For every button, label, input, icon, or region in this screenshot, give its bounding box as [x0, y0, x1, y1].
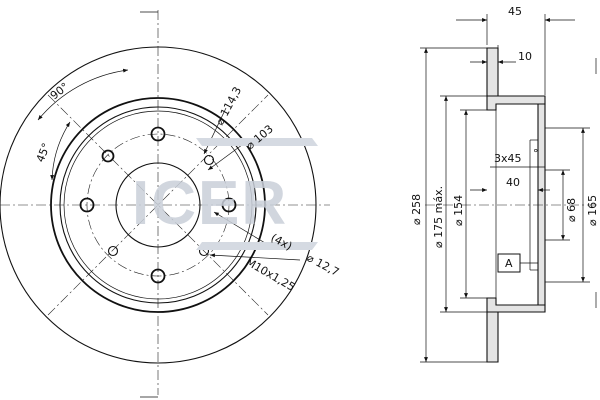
section-rotor-top: [486, 47, 499, 97]
section-hat-bottom: [486, 297, 546, 313]
bolt-hole: [150, 126, 166, 142]
label-angle-90: 90°: [48, 80, 71, 102]
label-chamfer: 3x45: [494, 152, 522, 165]
section-rotor-bottom: [486, 311, 499, 363]
label-degree: °: [533, 147, 539, 160]
icer-logo: ICER: [132, 138, 318, 250]
label-dia-12: ⌀ 12,7: [305, 251, 342, 279]
label-datum-a: A: [505, 257, 513, 270]
threaded-hole: [203, 154, 215, 166]
centerline-diagonal-1: [47, 94, 269, 316]
leader-114: [203, 107, 227, 155]
angle-arc-90: [37, 68, 129, 121]
label-dia-165: ⌀ 165: [586, 195, 599, 226]
label-thread: M10x1,25: [244, 255, 298, 294]
bolt-hole: [79, 197, 95, 213]
label-dia-68: ⌀ 68: [565, 198, 578, 222]
label-dia-175: ⌀ 175 máx.: [432, 186, 445, 248]
logo-text: ICER: [132, 169, 288, 238]
bolt-hole: [101, 149, 115, 163]
leader-4x: [213, 211, 271, 247]
centerline-diagonal-2: [47, 94, 269, 316]
front-view: ICER 90° 45° ⌀ 114,3 ⌀ 103 (4x) ⌀ 12,7 M…: [0, 10, 342, 398]
label-dim-45: 45: [508, 5, 522, 18]
bolt-hole: [150, 268, 166, 284]
leader-103: [207, 141, 247, 171]
section-hat-top: [486, 95, 546, 111]
leader-thread: [209, 253, 301, 261]
bolt-hole: [221, 197, 237, 213]
label-dim-10: 10: [518, 50, 532, 63]
threaded-hole: [107, 245, 119, 257]
label-dim-40: 40: [506, 176, 520, 189]
label-dia-258: ⌀ 258: [410, 194, 423, 225]
label-dia-103: ⌀ 103: [244, 122, 276, 152]
label-dia-154: ⌀ 154: [452, 195, 465, 226]
angle-arc-45: [50, 121, 71, 181]
label-dia-114: ⌀ 114,3: [213, 85, 244, 128]
section-view: 45 10 3x45 ° 40 ⌀ 258 ⌀ 175 máx. ⌀ 154 ⌀…: [410, 5, 599, 363]
section-hat-wall: [537, 103, 546, 306]
label-angle-45: 45°: [34, 141, 53, 164]
